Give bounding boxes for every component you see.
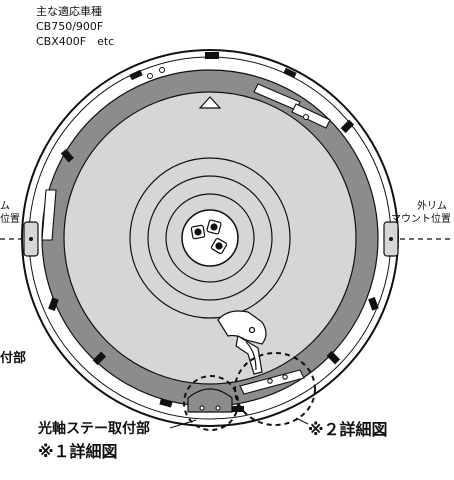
left-mount-bracket (0, 221, 39, 257)
top-triangle-mark (198, 96, 222, 109)
detail-2-label: ※２詳細図 (308, 420, 388, 439)
concentric-ring-3 (165, 193, 255, 283)
right-mount-label-2: マウント位置 (391, 214, 451, 225)
note-model-1: CB750/900F (36, 20, 104, 33)
detail-1-circle (183, 375, 239, 431)
left-mount-label-1: ム (0, 201, 10, 212)
applicable-models-note: 主な適応車種 CB750/900F CBX400F etc (36, 4, 114, 49)
concentric-ring-1 (129, 157, 291, 319)
optical-axis-stay-mount (187, 388, 233, 413)
note-title: 主な適応車種 (36, 5, 102, 18)
rim-holes (147, 67, 165, 79)
rim-notches (48, 52, 379, 412)
upper-right-clip (253, 83, 331, 129)
left-clip (41, 189, 57, 241)
socket-terminals (190, 219, 228, 255)
left-mount-label-2: 位置 (0, 214, 20, 225)
bottom-right-clip (239, 369, 305, 395)
right-mount-label-1: 外リム (417, 201, 447, 212)
leader-detail-1 (169, 419, 197, 429)
detail-1-label: ※１詳細図 (38, 442, 118, 461)
leader-detail-2 (295, 417, 309, 425)
concentric-ring-2 (147, 175, 273, 301)
note-model-2: CBX400F etc (36, 35, 115, 48)
optical-axis-stay-label: 光軸ステー取付部 (38, 421, 150, 437)
lower-bracket (217, 310, 267, 375)
detail-2-circle (234, 352, 316, 426)
right-mount-bracket (383, 221, 454, 257)
bulb-socket (181, 209, 239, 267)
left-attachment-label: 付部 (0, 351, 27, 366)
